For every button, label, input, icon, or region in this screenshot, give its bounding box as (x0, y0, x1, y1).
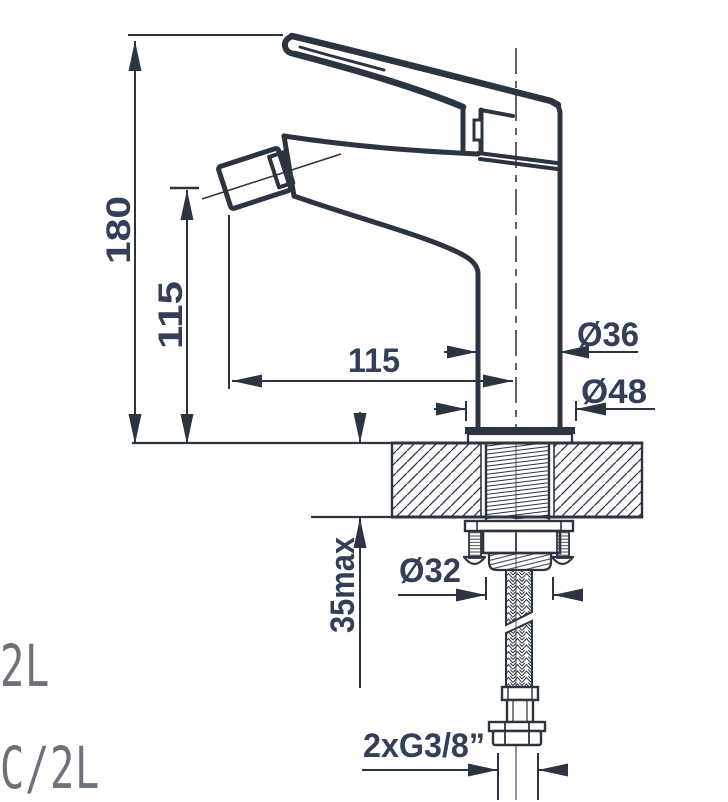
stud-cap-right (550, 555, 575, 566)
hose-nut-flange (487, 720, 547, 733)
label-deck-thickness: 35max (324, 537, 362, 633)
dimension-body-diameter: Ø36 (444, 316, 639, 359)
label-body-diameter: Ø36 (577, 316, 639, 354)
fixing-stud-left (468, 530, 482, 559)
aerator (216, 146, 296, 211)
extension-ticks-thread (497, 753, 539, 800)
dimension-total-height: 180 (100, 34, 283, 444)
faucet-outline (201, 32, 563, 431)
dimension-base-diameter: Ø48 (434, 373, 655, 421)
neck-notch (472, 118, 484, 142)
stud-cap-left (462, 555, 487, 566)
label-spout-reach: 115 (348, 342, 400, 380)
handle-tip (281, 33, 298, 57)
product-codes: 2L C/2L (0, 632, 100, 802)
dimension-spout-reach: 115 (228, 215, 513, 389)
label-total-height: 180 (100, 196, 138, 264)
product-code-line1: 2L (0, 632, 50, 700)
hose-upper-segment (505, 569, 533, 627)
spout-bottom-edge (291, 193, 481, 431)
dimension-spout-height: 115 (152, 186, 199, 444)
label-shank-diameter: Ø32 (399, 552, 461, 590)
handle-bottom-edge (291, 50, 467, 111)
dimension-connection-thread: 2xG3/8” (362, 727, 568, 800)
joint-line-lower (478, 157, 559, 171)
base-plate (465, 427, 575, 445)
shank-collar (487, 551, 553, 572)
supply-hose (487, 569, 547, 747)
dimension-shank-diameter: Ø32 (398, 552, 583, 602)
aerator-centerline (201, 153, 342, 200)
spout-top-edge (281, 133, 481, 157)
dimension-deck-thickness: 35max (324, 412, 367, 688)
threaded-shank (486, 444, 549, 519)
handle-top-edge (288, 32, 562, 109)
fixing-nut (481, 529, 562, 555)
hose-tube (505, 698, 535, 724)
label-connection-thread: 2xG3/8” (363, 727, 485, 765)
product-code-line2: C/2L (0, 734, 100, 802)
handle-tip-detail (298, 45, 386, 72)
hose-lower-segment (505, 619, 533, 688)
label-base-diameter: Ø48 (581, 373, 647, 411)
washer (463, 519, 575, 533)
mounting-hardware (462, 519, 575, 572)
fixing-stud-right (556, 530, 570, 559)
hose-nut (491, 729, 543, 747)
joint-line-upper (476, 151, 559, 165)
countertop-section (132, 441, 644, 521)
extension-ticks-shank (485, 577, 554, 600)
blade-underside (479, 108, 515, 118)
label-spout-height: 115 (152, 281, 190, 349)
body-right-edge (555, 102, 563, 431)
extension-ticks-base (465, 401, 577, 421)
